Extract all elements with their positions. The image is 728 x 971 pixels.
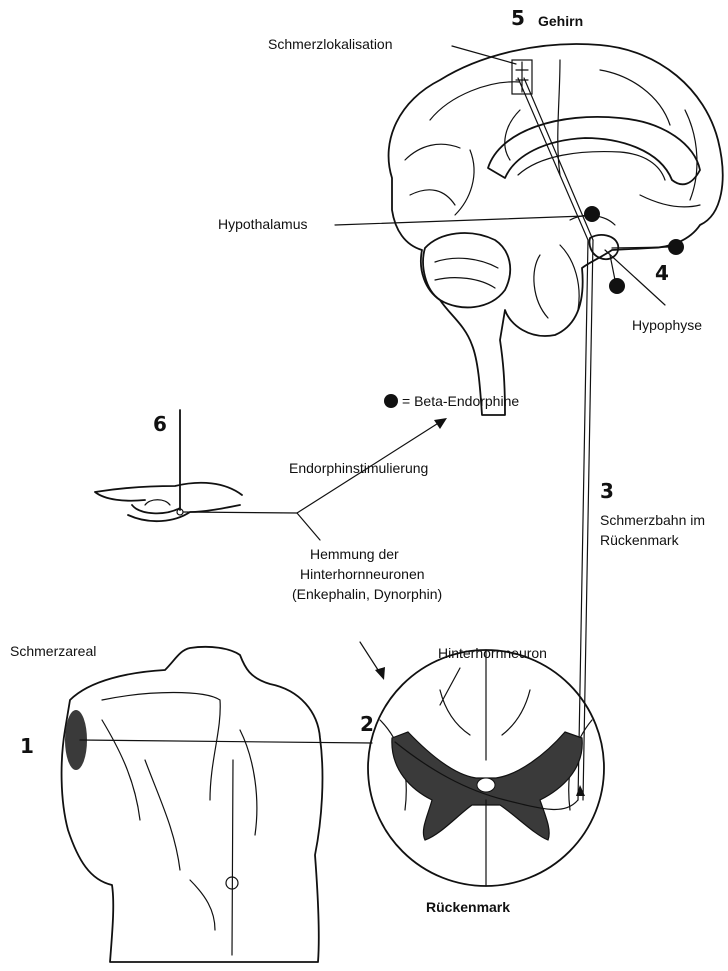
step-number-3: 3 <box>600 479 614 503</box>
brain-sulcus <box>430 82 520 120</box>
dorsal-horn-neuron-label: Hinterhornneuron <box>438 645 547 661</box>
brain-illustration <box>389 44 723 415</box>
step-number-5: 5 <box>511 6 525 30</box>
pain-pathway-label-line-2: Rückenmark <box>600 532 680 548</box>
endorphin-dot <box>584 206 600 222</box>
spine-line <box>232 760 233 955</box>
step-number-1: 1 <box>20 734 34 758</box>
legend-dot <box>384 394 398 408</box>
central-canal <box>477 778 495 792</box>
brain-label: Gehirn <box>538 13 583 29</box>
leader-pain-localization <box>452 46 516 64</box>
cerebellum-fold <box>435 278 495 288</box>
hand-outline <box>95 483 242 521</box>
pain-pathway-label-line-1: Schmerzbahn im <box>600 512 705 528</box>
torso-outline <box>62 647 323 962</box>
inhibition-label-line-2: Hinterhornneuronen <box>300 566 425 582</box>
brainstem <box>560 245 579 310</box>
hand-knuckle <box>145 500 170 505</box>
needle-signal-line <box>183 512 297 513</box>
brain-sulcus <box>685 110 697 200</box>
endorphin-stimulation-label: Endorphinstimulierung <box>289 460 428 476</box>
pain-area-label: Schmerzareal <box>10 643 96 659</box>
leader-hypothalamus <box>335 216 585 225</box>
step-number-2: 2 <box>360 712 374 736</box>
inhibition-label-line-3: (Enkephalin, Dynorphin) <box>292 586 442 602</box>
inhibition-line <box>297 513 320 540</box>
arrowhead <box>434 418 447 429</box>
torso-contour <box>102 693 220 801</box>
brain-sulcus <box>410 190 455 205</box>
arrow-inhibition <box>360 642 380 673</box>
endorphin-dot <box>609 278 625 294</box>
inhibition-label-line-1: Hemmung der <box>310 546 399 562</box>
brain-sulcus <box>455 150 474 215</box>
step-number-4: 4 <box>655 261 669 285</box>
brain-sulcus <box>405 144 460 160</box>
torso-illustration <box>62 647 372 962</box>
cerebellum-fold <box>435 258 498 268</box>
brainstem <box>534 255 548 318</box>
brain-outline <box>389 44 723 415</box>
torso-contour <box>240 730 257 835</box>
torso-contour <box>190 880 215 930</box>
leader-dorsal-horn <box>440 668 460 705</box>
spinal-cord-label: Rückenmark <box>426 899 510 915</box>
hypothalamus-label: Hypothalamus <box>218 216 308 232</box>
spinal-root-line <box>502 690 530 735</box>
spinal-cord-cross-section <box>368 650 604 886</box>
brain-sulcus <box>518 152 665 180</box>
arrowhead <box>375 667 385 680</box>
hand-illustration <box>95 410 297 521</box>
pain-localization-label: Schmerzlokalisation <box>268 36 393 52</box>
pain-signal-line <box>80 740 372 743</box>
cerebellum <box>423 233 510 307</box>
torso-contour <box>145 760 180 870</box>
step-number-6: 6 <box>153 412 167 436</box>
pituitary-label: Hypophyse <box>632 317 702 333</box>
legend-label: = Beta-Endorphine <box>402 393 519 409</box>
torso-contour <box>102 720 140 820</box>
tract-line <box>578 240 588 800</box>
